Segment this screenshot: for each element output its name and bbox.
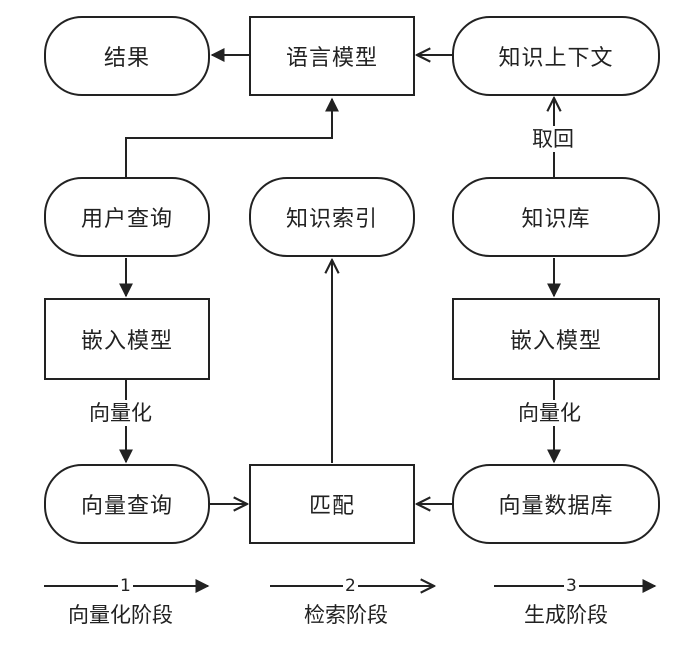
node-embed-model-right-label: 嵌入模型	[509, 329, 602, 354]
node-embed-model-left: 嵌入模型	[44, 298, 210, 380]
node-knowledge-context: 知识上下文	[452, 16, 660, 96]
node-vector-query-label: 向量查询	[80, 494, 173, 519]
node-language-model-label: 语言模型	[285, 46, 378, 71]
legend-number-3: 3	[564, 576, 579, 596]
edge-label-vectorize-right: 向量化	[516, 400, 583, 426]
node-vector-query: 向量查询	[44, 464, 210, 544]
node-knowledge-base-label: 知识库	[521, 207, 591, 232]
node-user-query-label: 用户查询	[80, 207, 173, 232]
edge-user-query-to-language-model	[125, 97, 339, 177]
node-vector-db-label: 向量数据库	[498, 494, 614, 519]
node-knowledge-context-label: 知识上下文	[498, 46, 614, 71]
node-match: 匹配	[249, 464, 415, 544]
legend-label-2: 检索阶段	[304, 603, 388, 627]
node-language-model: 语言模型	[249, 16, 415, 96]
node-result: 结果	[44, 16, 210, 96]
legend-label-1: 向量化阶段	[68, 603, 173, 627]
legend-number-1: 1	[118, 576, 133, 596]
edge-label-retrieve: 取回	[530, 126, 576, 152]
node-result-label: 结果	[103, 46, 150, 71]
legend-number-2: 2	[343, 576, 358, 596]
node-knowledge-index: 知识索引	[249, 177, 415, 257]
node-knowledge-index-label: 知识索引	[285, 207, 378, 232]
node-user-query: 用户查询	[44, 177, 210, 257]
edge-label-vectorize-left: 向量化	[87, 400, 154, 426]
legend-label-3: 生成阶段	[524, 603, 608, 627]
node-match-label: 匹配	[308, 494, 355, 519]
node-embed-model-left-label: 嵌入模型	[80, 329, 173, 354]
node-knowledge-base: 知识库	[452, 177, 660, 257]
node-vector-db: 向量数据库	[452, 464, 660, 544]
node-embed-model-right: 嵌入模型	[452, 298, 660, 380]
